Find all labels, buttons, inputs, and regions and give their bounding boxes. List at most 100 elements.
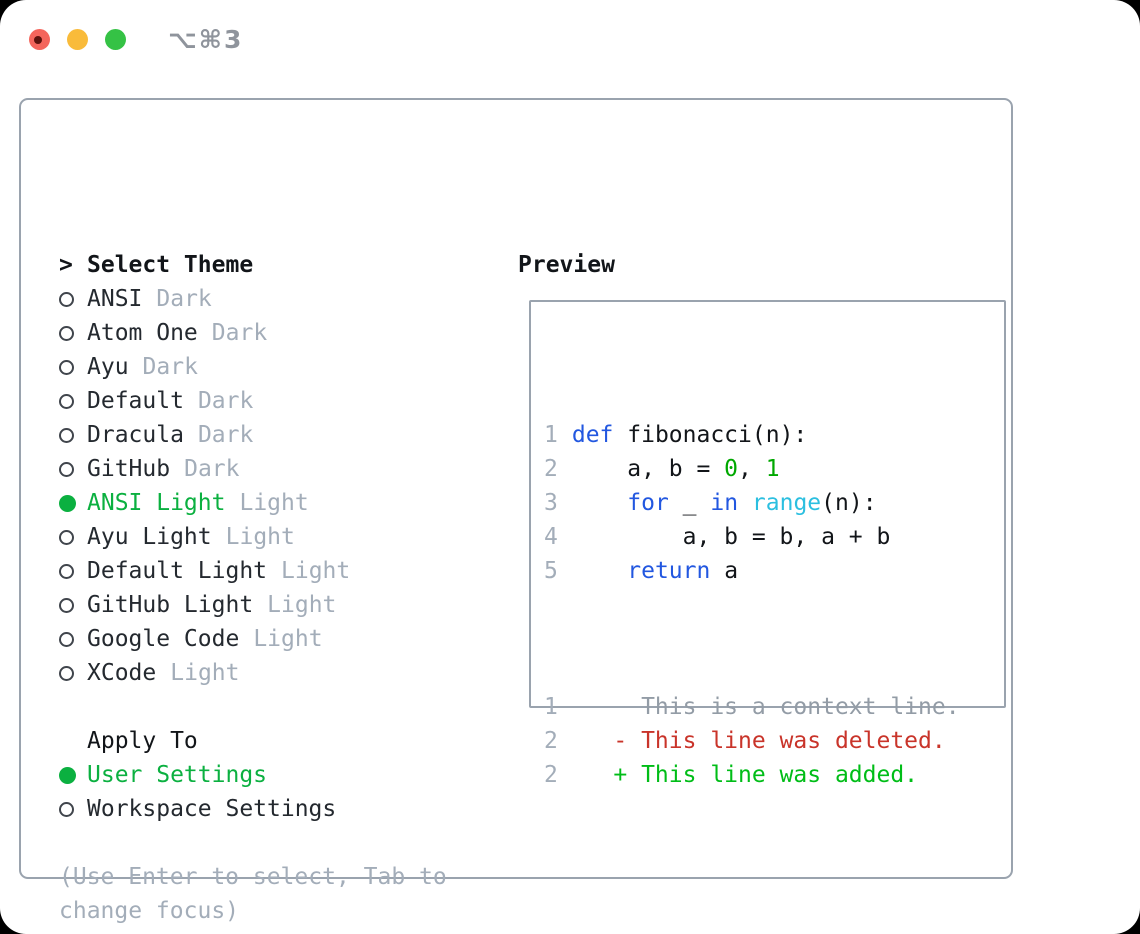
bullet-column (59, 801, 87, 817)
keyboard-shortcut-label: ⌥⌘3 (168, 25, 244, 54)
bullet-column (59, 665, 87, 681)
theme-variant-tag: Light (253, 626, 323, 652)
line-number: 2 (544, 728, 558, 754)
theme-option-label: GitHub Light (87, 592, 254, 618)
radio-unselected-icon (59, 529, 74, 545)
theme-variant-tag: Light (170, 660, 240, 686)
theme-variant-tag: Light (225, 524, 295, 550)
theme-variant-tag: Dark (211, 320, 268, 346)
theme-option-label: ANSI (87, 286, 143, 312)
line-number: 2 (544, 456, 558, 482)
theme-variant-tag: Dark (184, 456, 240, 482)
line-number: 1 (544, 422, 558, 448)
theme-option[interactable]: Ayu Light Light (59, 520, 499, 554)
code-segment-fg (738, 486, 752, 520)
theme-variant-tag: Light (239, 490, 309, 516)
line-number: 5 (544, 558, 558, 584)
close-button[interactable] (29, 29, 50, 50)
radio-unselected-icon (59, 665, 74, 681)
code-line: 4 a, b = b, a + b (544, 520, 960, 554)
minimize-button[interactable] (67, 29, 88, 50)
diff-line: 2 - This line was deleted. (544, 724, 960, 758)
theme-option-label: Default Light (87, 558, 268, 584)
radio-selected-icon (59, 494, 76, 512)
theme-variant-tag: Dark (156, 286, 212, 312)
zoom-button[interactable] (105, 29, 126, 50)
code-segment-kw: def (571, 422, 614, 448)
radio-selected-icon (59, 766, 76, 784)
theme-option[interactable]: Ayu Dark (59, 350, 499, 384)
apply-option-label: User Settings (87, 762, 268, 788)
radio-unselected-icon (59, 563, 74, 579)
code-line: 5 return a (544, 554, 960, 588)
code-segment-del: - This line was deleted. (558, 728, 946, 754)
code-segment-num: 1 (765, 456, 780, 482)
code-line: 3 for _ in range(n): (544, 486, 960, 520)
radio-unselected-icon (59, 427, 74, 443)
apply-option-label: Workspace Settings (87, 796, 337, 822)
theme-option-label: Default (87, 388, 184, 414)
theme-variant-tag: Light (267, 592, 337, 618)
theme-option-label: Ayu Light (87, 524, 212, 550)
code-segment-fg: a (710, 558, 739, 584)
code-line: 2 a, b = 0, 1 (544, 452, 960, 486)
bullet-column (59, 325, 87, 341)
bullet-column (59, 359, 87, 375)
code-segment-fg: (n): (821, 490, 877, 516)
code-segment-fg (558, 554, 627, 588)
radio-unselected-icon (59, 291, 74, 307)
diff-line: 1 This is a context line. (544, 690, 960, 724)
bullet-column (59, 427, 87, 443)
radio-unselected-icon (59, 801, 74, 817)
bullet-column (59, 766, 87, 784)
code-segment-kw: for (627, 490, 669, 516)
bullet-column (59, 461, 87, 477)
code-segment-fg: _ (668, 490, 711, 516)
radio-unselected-icon (59, 325, 74, 341)
bullet-column (59, 529, 87, 545)
radio-unselected-icon (59, 359, 74, 375)
bullet-column (59, 393, 87, 409)
code-segment-add: + This line was added. (558, 762, 919, 788)
keyboard-hint-text: (Use Enter to select, Tab to change focu… (59, 864, 447, 924)
code-segment-builtin: range (751, 490, 822, 516)
theme-option-label: Atom One (87, 320, 198, 346)
code-segment-kw: return (627, 558, 711, 584)
preview-title: Preview (518, 252, 615, 278)
radio-unselected-icon (59, 631, 74, 647)
theme-option-label: Ayu (87, 354, 129, 380)
line-number: 2 (544, 762, 558, 788)
bullet-column (59, 597, 87, 613)
line-number: 4 (544, 524, 558, 550)
apply-to-header-row: Apply To (59, 724, 499, 758)
theme-option[interactable]: GitHub Light Light (59, 588, 499, 622)
code-segment-fg (558, 418, 572, 452)
select-theme-title: Select Theme (87, 252, 254, 278)
apply-option[interactable]: User Settings (59, 758, 499, 792)
theme-option-label: ANSI Light (87, 490, 226, 516)
theme-option[interactable]: Atom One Dark (59, 316, 499, 350)
diff-preview-block: 1 This is a context line.2 - This line w… (544, 690, 960, 792)
theme-option[interactable]: ANSI Light Light (59, 486, 499, 520)
bullet-column (59, 563, 87, 579)
theme-option[interactable]: ANSI Dark (59, 282, 499, 316)
code-segment-fg: a, b = b, a + b (558, 524, 891, 550)
apply-option[interactable]: Workspace Settings (59, 792, 499, 826)
radio-unselected-icon (59, 393, 74, 409)
theme-variant-tag: Dark (197, 388, 254, 414)
theme-variant-tag: Dark (142, 354, 198, 380)
apply-to-title: Apply To (87, 728, 198, 754)
theme-option[interactable]: Default Dark (59, 384, 499, 418)
